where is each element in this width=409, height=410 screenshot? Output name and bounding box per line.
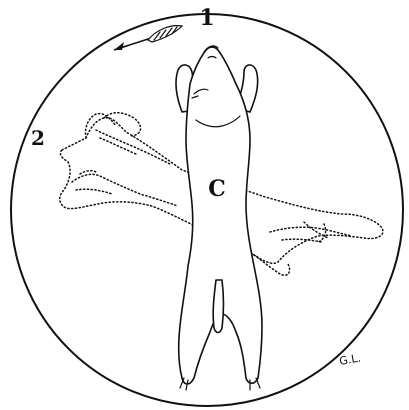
position-2-label: 2 <box>31 126 45 150</box>
direction-arrow-icon <box>114 26 182 50</box>
artist-signature: G.L. <box>338 351 362 368</box>
solid-animal-outline <box>176 46 262 390</box>
position-1-label: 1 <box>199 5 214 31</box>
animal-c-label: C <box>208 176 226 202</box>
